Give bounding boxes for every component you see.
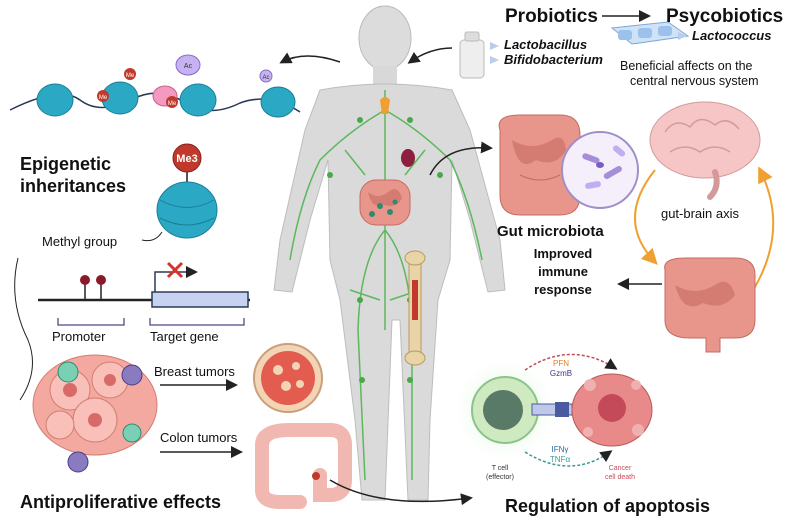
gene-diagram: [38, 261, 250, 326]
species-bullet-icon: [490, 42, 499, 64]
epigenetic-title-line2: inheritances: [20, 176, 126, 196]
probiotic-bottle-icon: [459, 31, 485, 79]
cancer-death-line1: Cancer: [609, 465, 632, 472]
histone-mark-label: Ac: [184, 63, 193, 70]
tnfa-label: TNFα: [550, 455, 571, 464]
psycobiotics-title: Psycobiotics: [666, 6, 783, 27]
cns-effect-line2: central nervous system: [630, 74, 759, 88]
methylated-nucleosome-icon: [156, 143, 218, 239]
immune-line3: response: [534, 282, 592, 297]
gut-microbiota-label: Gut microbiota: [497, 223, 604, 240]
cytotoxic-arrow: [524, 353, 618, 371]
gut-to-brain-arrow: [751, 166, 775, 293]
cancer-death-line2: cell death: [605, 474, 635, 481]
cytokine-arrow: [524, 450, 613, 467]
body-to-epigenetics-arrow: [279, 52, 341, 64]
t-cell-label-line1: T cell: [492, 465, 509, 472]
immune-line2: immune: [538, 264, 588, 279]
antiproliferative-title: Antiproliferative effects: [20, 492, 221, 512]
tumor-cluster-icon: [32, 354, 158, 473]
breast-tumors-label: Breast tumors: [154, 364, 235, 379]
intestine-icon: [664, 257, 756, 353]
species-bullet-icon: [678, 32, 687, 40]
colon-tumor-icon: [255, 423, 352, 509]
methyl-group-label: Methyl group: [42, 234, 117, 249]
body-to-gut-arrow: [429, 141, 493, 176]
me3-label: Me3: [176, 153, 197, 165]
histone-mark-label: Ac: [262, 75, 269, 81]
cancer-cell-icon: [571, 373, 653, 447]
body-to-apoptosis-arrow: [329, 479, 473, 506]
gut-brain-axis-label: gut-brain axis: [661, 206, 740, 221]
human-body-figure: [273, 5, 506, 501]
microbiota-magnifier-icon: [561, 131, 639, 209]
pfn-label: PFN: [553, 359, 569, 368]
brain-icon: [649, 101, 761, 200]
histone-mark-label: Me: [99, 95, 108, 101]
histone-modification-icons: [97, 54, 273, 108]
promoter-label: Promoter: [52, 329, 106, 344]
pill-blister-icon: [610, 21, 690, 45]
methyl-pointer: [141, 231, 163, 242]
species-bifidobacterium: Bifidobacterium: [504, 52, 603, 67]
probiotics-to-body-arrow: [407, 47, 453, 64]
cns-effect-line1: Beneficial affects on the: [620, 59, 753, 73]
epigenetic-title-line1: Epigenetic: [20, 154, 111, 174]
breast-tumor-icon: [253, 343, 323, 413]
histone-mark-label: Me: [168, 101, 177, 107]
target-gene-label: Target gene: [150, 329, 219, 344]
species-lactococcus: Lactococcus: [692, 28, 771, 43]
t-cell-label-line2: (effector): [486, 474, 514, 481]
ifng-label: IFNγ: [552, 445, 569, 454]
epigenetic-to-tumor-line: [14, 257, 33, 401]
histone-mark-label: Me: [126, 73, 135, 79]
brain-to-gut-arrow: [634, 169, 658, 265]
t-cell-icon: [450, 355, 573, 465]
gzmb-label: GzmB: [550, 369, 572, 378]
apoptosis-title: Regulation of apoptosis: [505, 496, 710, 516]
colon-tumors-label: Colon tumors: [160, 430, 238, 445]
immune-line1: Improved: [534, 246, 593, 261]
species-lactobacillus: Lactobacillus: [504, 37, 587, 52]
probiotics-title: Probiotics: [505, 6, 598, 27]
nucleosome-icon: [36, 81, 296, 118]
